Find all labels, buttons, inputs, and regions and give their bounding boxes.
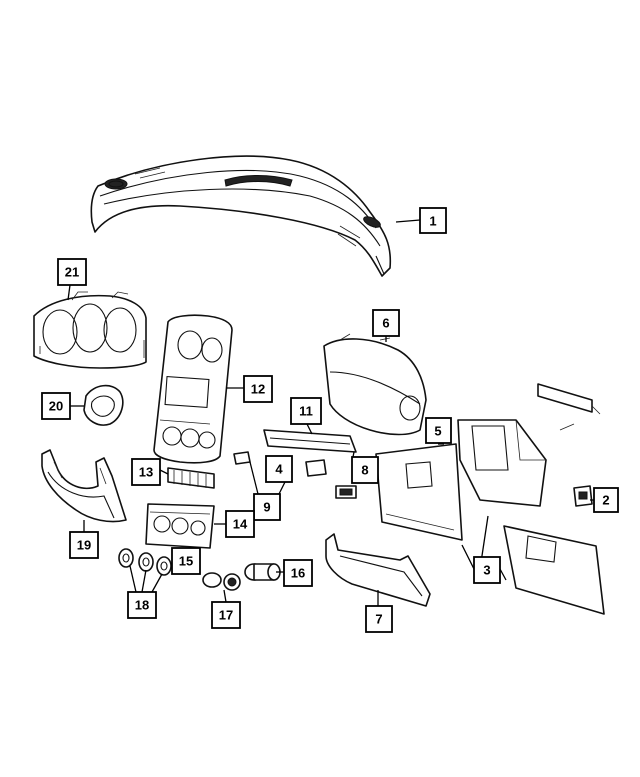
switch-20 xyxy=(83,384,124,426)
callout-19-label: 19 xyxy=(77,538,91,553)
callout-5: 5 xyxy=(425,417,452,444)
lower-panel-7 xyxy=(325,533,431,607)
callout-13: 13 xyxy=(131,458,161,486)
callout-18: 18 xyxy=(127,591,157,619)
cluster-hood-6 xyxy=(323,333,427,436)
leader-lines xyxy=(67,219,594,606)
knobs-18 xyxy=(118,548,172,576)
callout-4-label: 4 xyxy=(275,462,283,477)
callout-1: 1 xyxy=(419,207,447,234)
callout-7: 7 xyxy=(365,605,393,633)
callout-12-label: 12 xyxy=(251,382,265,397)
callout-9: 9 xyxy=(253,493,281,521)
callout-18-label: 18 xyxy=(135,598,149,613)
callout-12: 12 xyxy=(243,375,273,403)
callout-9-label: 9 xyxy=(263,500,270,515)
callout-6-label: 6 xyxy=(382,316,389,331)
callout-21: 21 xyxy=(57,258,87,286)
glove-box-bin xyxy=(457,419,547,507)
callout-2-label: 2 xyxy=(602,493,609,508)
clip-9 xyxy=(233,451,251,465)
callout-19: 19 xyxy=(69,531,99,559)
hvac-control xyxy=(145,503,215,549)
latch-2 xyxy=(573,485,593,507)
steering-column-cover xyxy=(41,449,127,523)
callout-3: 3 xyxy=(473,556,501,584)
cluster-bezel xyxy=(33,291,147,369)
callout-16: 16 xyxy=(283,559,313,587)
callout-10: 11 xyxy=(290,397,322,425)
bracket-top-right xyxy=(537,383,601,431)
callout-5-label: 5 xyxy=(434,424,441,439)
callout-10-label: 11 xyxy=(299,404,313,419)
callout-8: 8 xyxy=(351,456,379,484)
callout-17-label: 17 xyxy=(219,608,233,623)
callout-14: 14 xyxy=(225,510,255,538)
glove-box-3 xyxy=(503,525,605,615)
callout-14-label: 14 xyxy=(233,517,248,532)
power-outlet-17 xyxy=(202,572,241,591)
callout-8-label: 8 xyxy=(361,463,368,478)
instrument-panel-pad xyxy=(90,155,392,277)
callout-6: 6 xyxy=(372,309,400,337)
callout-7-label: 7 xyxy=(375,612,382,627)
callout-17: 17 xyxy=(211,601,241,629)
callout-2: 2 xyxy=(593,487,619,513)
bracket-10 xyxy=(305,459,327,477)
callout-1-label: 1 xyxy=(429,214,436,229)
glove-box-door-5 xyxy=(375,443,463,541)
callout-4: 4 xyxy=(265,455,293,483)
callout-15-label: 15 xyxy=(179,554,193,569)
callout-13-label: 13 xyxy=(139,465,153,480)
callout-21-label: 21 xyxy=(65,265,79,280)
callout-16-label: 16 xyxy=(291,566,305,581)
switch-8 xyxy=(335,485,357,499)
callout-20-label: 20 xyxy=(49,399,63,414)
storage-bin-11 xyxy=(263,429,357,453)
lighter-16 xyxy=(244,563,281,581)
callout-20: 20 xyxy=(41,392,71,420)
switch-bank-13 xyxy=(167,467,215,489)
callout-15: 15 xyxy=(171,547,201,575)
center-stack-bezel xyxy=(153,314,233,464)
callout-3-label: 3 xyxy=(483,563,490,578)
